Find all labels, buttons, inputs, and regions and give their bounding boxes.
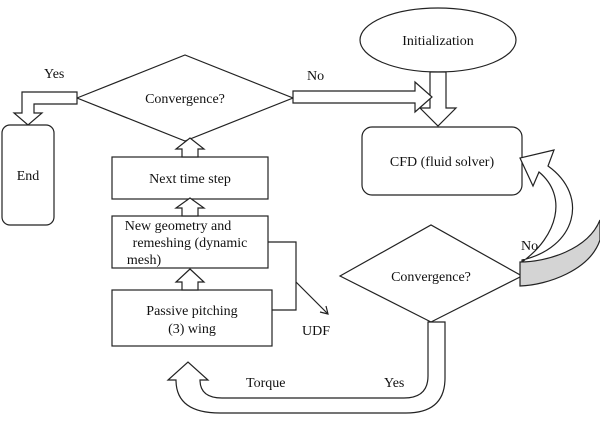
label-yes-bottom: Yes bbox=[384, 376, 404, 391]
arrow-yes-top bbox=[12, 91, 78, 126]
arrow-pitching-to-geometry bbox=[174, 268, 206, 291]
arrow-init-to-cfd bbox=[418, 71, 458, 127]
new-geometry-label-3: mesh) bbox=[127, 253, 162, 268]
arrow-yes-torque bbox=[166, 321, 446, 414]
convergence-bottom-label: Convergence? bbox=[391, 270, 471, 285]
new-geometry-label-2: remeshing (dynamic bbox=[133, 236, 248, 251]
initialization-node: Initialization bbox=[359, 7, 517, 73]
next-time-step-label: Next time step bbox=[149, 172, 231, 187]
convergence-top-node: Convergence? bbox=[75, 54, 295, 142]
udf-connector bbox=[268, 241, 329, 315]
next-time-step-node: Next time step bbox=[111, 156, 269, 200]
label-yes-top: Yes bbox=[44, 67, 64, 82]
passive-pitching-node: Passive pitching (3) wing bbox=[111, 289, 273, 347]
label-udf: UDF bbox=[302, 324, 330, 339]
end-node: End bbox=[1, 124, 55, 226]
new-geometry-node: New geometry and remeshing (dynamic mesh… bbox=[111, 215, 269, 269]
passive-pitching-label-2: (3) wing bbox=[168, 322, 216, 337]
arrow-geometry-to-step bbox=[174, 197, 206, 217]
label-no-right: No bbox=[521, 239, 538, 254]
arrow-no-top bbox=[292, 80, 433, 114]
new-geometry-label-1: New geometry and bbox=[125, 219, 232, 234]
cfd-label: CFD (fluid solver) bbox=[390, 155, 495, 170]
arrow-step-to-convergence bbox=[174, 137, 206, 158]
convergence-top-label: Convergence? bbox=[145, 92, 225, 107]
arrow-no-right bbox=[519, 149, 600, 287]
label-torque: Torque bbox=[246, 376, 285, 391]
passive-pitching-label-1: Passive pitching bbox=[146, 304, 237, 319]
label-no-top: No bbox=[307, 69, 324, 84]
initialization-label: Initialization bbox=[402, 34, 474, 49]
end-label: End bbox=[17, 169, 40, 184]
cfd-node: CFD (fluid solver) bbox=[361, 126, 523, 196]
convergence-bottom-node: Convergence? bbox=[338, 224, 524, 323]
